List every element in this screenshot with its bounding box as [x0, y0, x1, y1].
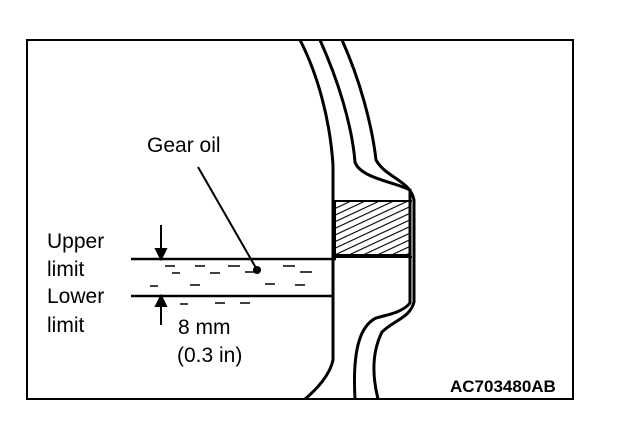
upper-limit-label-line1: Upper [47, 230, 104, 253]
oil-surface-dashes [150, 265, 312, 305]
gear-oil-leader [197, 166, 257, 269]
housing-wall-outer [298, 40, 335, 399]
housing-outer-contour [340, 40, 416, 399]
lower-limit-label-line2: limit [47, 314, 84, 337]
upper-limit-label-line2: limit [47, 258, 84, 281]
filler-plug [334, 200, 411, 256]
gear-oil-label: Gear oil [147, 134, 221, 157]
lower-limit-label-line1: Lower [47, 285, 104, 308]
figure-code: AC703480AB [450, 377, 556, 396]
dimension-mm-label: 8 mm [178, 316, 231, 339]
dimension-in-label: (0.3 in) [177, 344, 242, 367]
dimension-marker [154, 225, 168, 325]
figure-frame [26, 39, 574, 400]
gear-oil-leader-dot [253, 266, 261, 274]
